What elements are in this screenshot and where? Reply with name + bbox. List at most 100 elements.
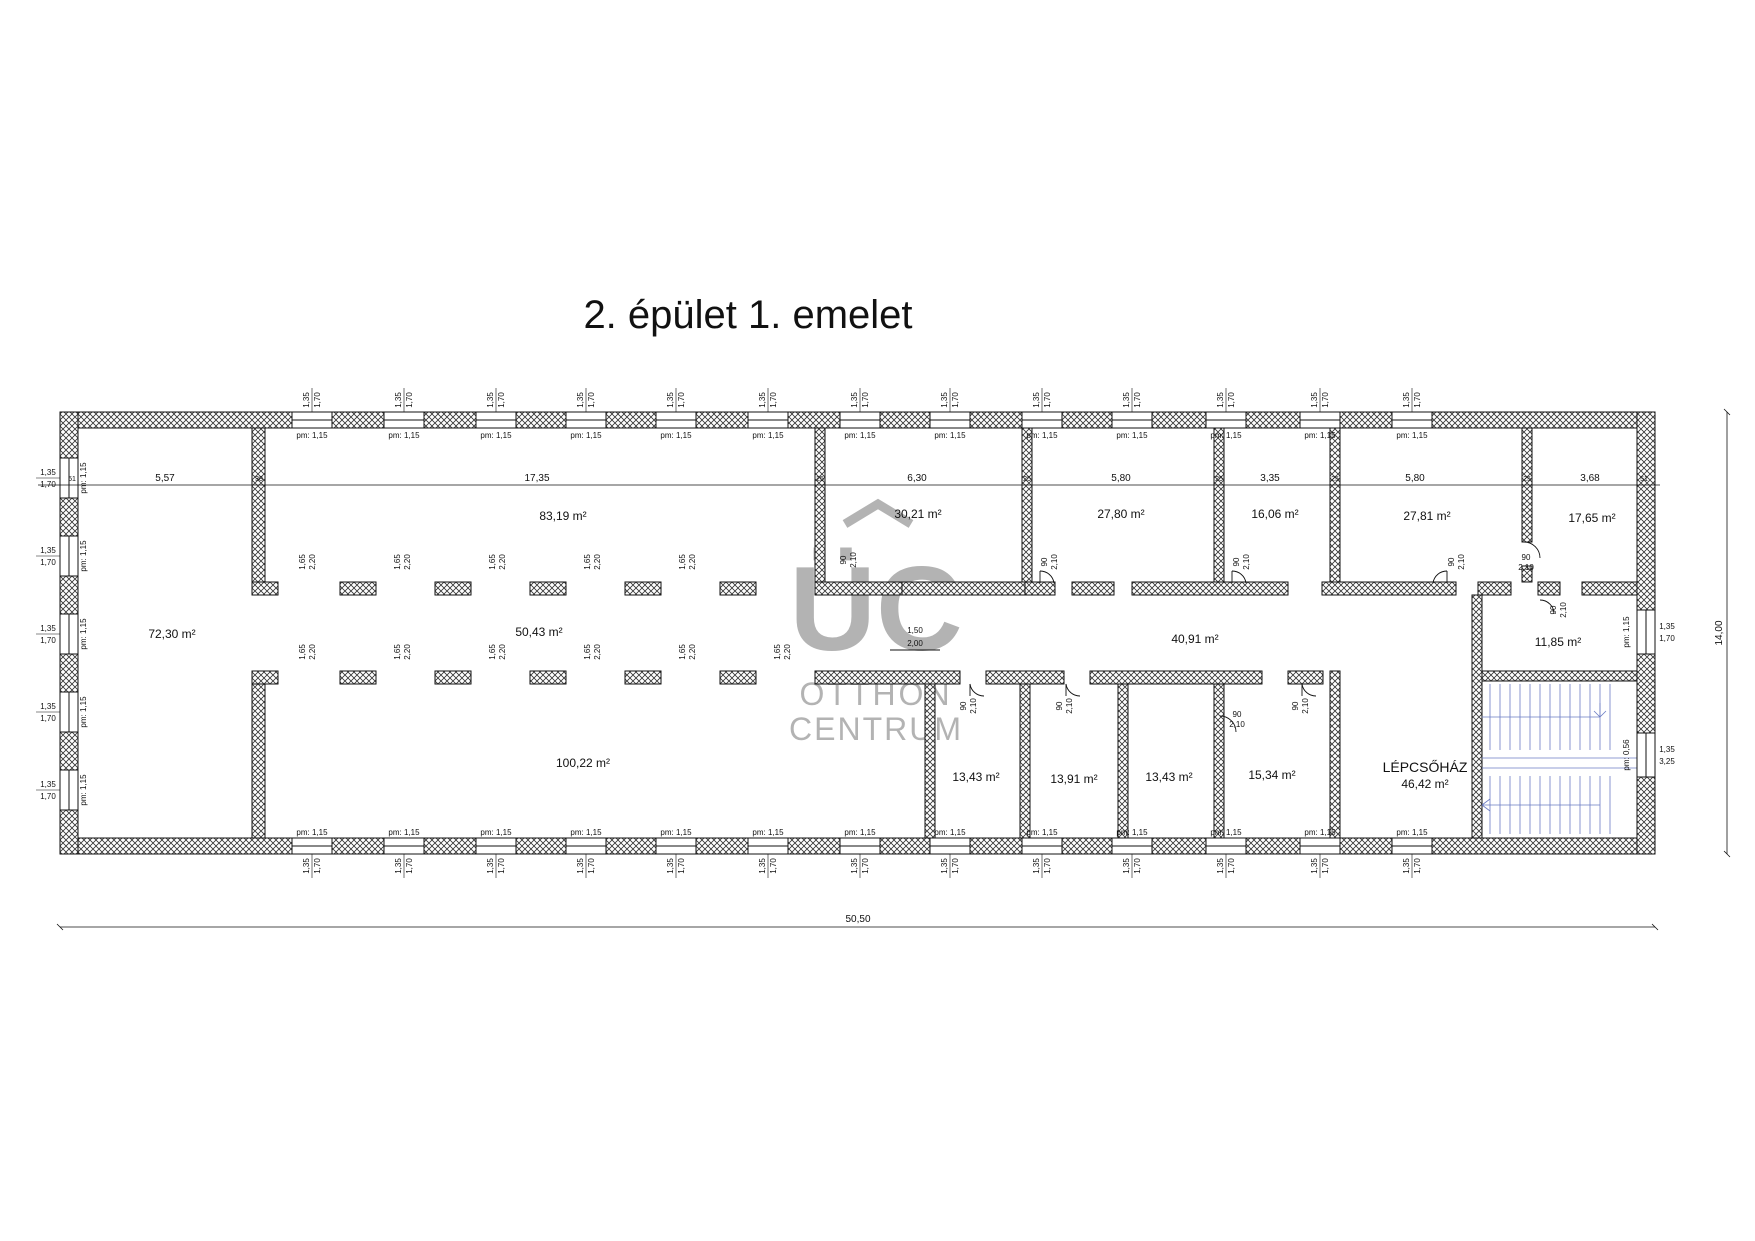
opening-height: 2,20 — [403, 554, 412, 570]
window-width: 1,35 — [1402, 392, 1411, 408]
window-sill-height: pm: 1,15 — [660, 828, 692, 837]
opening-height: 2,20 — [688, 644, 697, 660]
opening-width: 1,65 — [583, 644, 592, 660]
window-sill-height: pm: 1,15 — [570, 828, 602, 837]
window-width: 1,35 — [666, 858, 675, 874]
window-width: 1,35 — [302, 392, 311, 408]
window-sill-height: pm: 1,15 — [1622, 616, 1631, 648]
window-width: 1,35 — [394, 858, 403, 874]
window-width: 1,35 — [1032, 858, 1041, 874]
opening-width: 1,65 — [298, 644, 307, 660]
window-height: 1,70 — [1413, 858, 1422, 874]
door-height: 2,10 — [1518, 563, 1534, 572]
window-width: 1,35 — [302, 858, 311, 874]
door-height: 2,10 — [1229, 720, 1245, 729]
corridor-door-width: 1,50 — [907, 626, 923, 635]
door-width: 90 — [1040, 557, 1049, 566]
room-area-n4: 27,81 m² — [1403, 509, 1450, 523]
window-height: 1,70 — [951, 392, 960, 408]
window-height: 1,70 — [769, 392, 778, 408]
opening-height: 2,20 — [593, 554, 602, 570]
room-area-s1: 13,43 m² — [952, 770, 999, 784]
dim-wall-thickness: 51 — [68, 476, 76, 483]
window-width: 1,35 — [1032, 392, 1041, 408]
dim-segment: 5,80 — [1111, 473, 1131, 484]
room-labels: 72,30 m² 83,19 m² 50,43 m² 100,22 m² 30,… — [148, 507, 1615, 791]
window-sill-height: pm: 1,15 — [79, 696, 88, 728]
watermark-line2: CENTRUM — [789, 711, 963, 747]
window-width: 1,35 — [486, 392, 495, 408]
window-east: 1,35 1,70 pm: 1,15 — [1622, 609, 1675, 655]
window-sill-height: pm: 1,15 — [570, 431, 602, 440]
window-width: 1,35 — [758, 392, 767, 408]
window-height: 1,70 — [861, 858, 870, 874]
window-width: 1,35 — [1659, 622, 1675, 631]
window-width: 1,35 — [576, 392, 585, 408]
dim-segment: 3,35 — [1260, 473, 1280, 484]
opening-height: 2,20 — [498, 554, 507, 570]
door-width: 90 — [1447, 557, 1456, 566]
corridor-door-height: 2,00 — [907, 639, 923, 648]
dim-segment: 5,80 — [1405, 473, 1425, 484]
window-height: 1,70 — [405, 858, 414, 874]
opening-width: 1,65 — [488, 644, 497, 660]
room-area-n1: 30,21 m² — [894, 507, 941, 521]
page-title: 2. épület 1. emelet — [583, 293, 912, 337]
window-height: 1,70 — [1227, 392, 1236, 408]
dim-wall-thickness: 51 — [1640, 476, 1648, 483]
room-area-corridor: 40,91 m² — [1171, 632, 1218, 646]
window-sill-height: pm: 1,15 — [1210, 431, 1242, 440]
window-sill-height: pm: 1,15 — [480, 431, 512, 440]
window-height: 1,70 — [1321, 858, 1330, 874]
door-width: 90 — [1233, 710, 1242, 719]
window-sill-height: pm: 1,15 — [1396, 431, 1428, 440]
opening-width: 1,65 — [773, 644, 782, 660]
window-height: 1,70 — [40, 558, 56, 567]
window-height: 1,70 — [1659, 634, 1675, 643]
room-area-n3: 16,06 m² — [1251, 507, 1298, 521]
window-sill-height: pm: 1,15 — [79, 618, 88, 650]
window-sill-height: pm: 1,15 — [1304, 828, 1336, 837]
room-area-n2: 27,80 m² — [1097, 507, 1144, 521]
window-height: 1,70 — [40, 480, 56, 489]
window-width: 1,35 — [940, 392, 949, 408]
opening-width: 1,65 — [583, 554, 592, 570]
window-height: 1,70 — [587, 858, 596, 874]
window-sill-height: pm: 1,15 — [1116, 828, 1148, 837]
window-width: 1,35 — [850, 858, 859, 874]
door-swings — [890, 541, 1555, 733]
window-width: 1,35 — [40, 702, 56, 711]
opening-height: 2,20 — [308, 644, 317, 660]
window-sill-height: pm: 1,15 — [296, 431, 328, 440]
door-height: 2,10 — [1065, 698, 1074, 714]
dim-segment: 5,57 — [155, 473, 175, 484]
window-sill-height: pm: 1,15 — [752, 828, 784, 837]
door-width: 90 — [1291, 701, 1300, 710]
